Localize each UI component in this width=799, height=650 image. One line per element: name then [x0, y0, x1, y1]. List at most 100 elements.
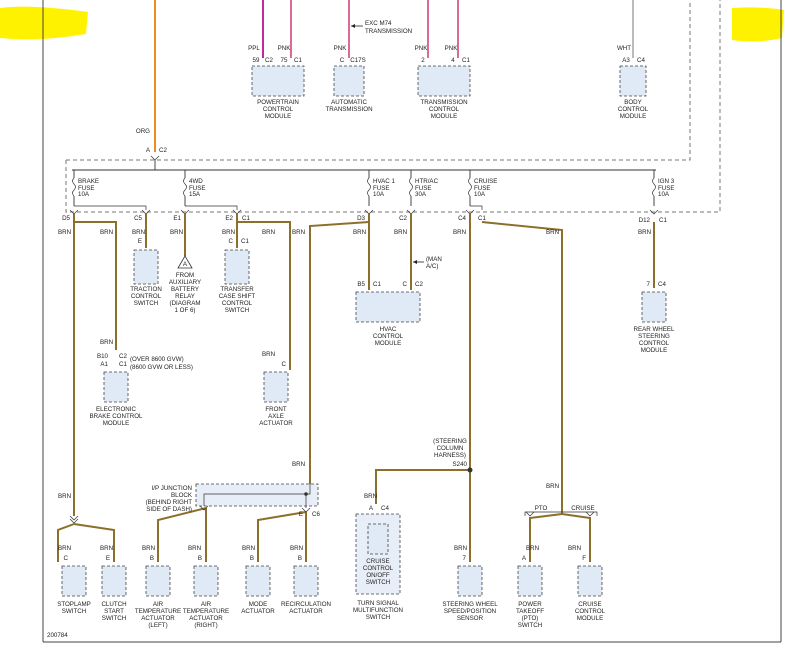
svg-text:10A: 10A: [373, 191, 385, 198]
hvac-pin1: B5: [357, 281, 365, 288]
turn-signal-name-2: MULTIFUNCTION: [353, 607, 403, 614]
tcm-name-1: TRANSMISSION: [420, 99, 467, 106]
traction-name-2: CONTROL: [131, 293, 162, 300]
ebcm-pin2: A1: [100, 361, 108, 368]
svg-text:BRN: BRN: [262, 351, 275, 358]
bottom-clutch: E CLUTCH START SWITCH: [101, 555, 126, 622]
svg-text:RECIRCULATION: RECIRCULATION: [281, 601, 331, 608]
tcm-name-3: MODULE: [431, 113, 457, 120]
bcm-name-2: CONTROL: [618, 106, 649, 113]
at-box: [333, 65, 365, 97]
svg-text:AIR: AIR: [201, 601, 212, 608]
svg-text:B: B: [250, 555, 254, 562]
svg-text:BRN: BRN: [132, 229, 145, 236]
svg-text:FUSE: FUSE: [415, 185, 432, 192]
aux-relay-name-2: AUXILIARY: [169, 279, 201, 286]
svg-text:STOPLAMP: STOPLAMP: [57, 601, 91, 608]
ebcm-note2: (8600 GVW OR LESS): [130, 364, 193, 371]
fuse-htr-ac: HTR/AC FUSE 30A: [409, 170, 439, 206]
pcm-pin2: 75: [281, 57, 288, 64]
bcm-wire-label: WHT: [617, 45, 631, 52]
rear-wheel-name-1: REAR WHEEL: [634, 326, 675, 333]
aux-relay-name-5: (DIAGRAM: [170, 300, 201, 307]
svg-text:HTR/AC: HTR/AC: [415, 178, 439, 185]
pto-cruise-bracket: [524, 511, 598, 516]
pin-c1: C1: [242, 215, 250, 222]
tcm-pin2: 4: [451, 57, 455, 64]
svg-text:15A: 15A: [189, 191, 201, 198]
svg-text:MODE: MODE: [249, 601, 268, 608]
svg-text:SWITCH: SWITCH: [518, 622, 542, 629]
front-axle-name-3: ACTUATOR: [259, 420, 293, 427]
bcm-name-1: BODY: [624, 99, 642, 106]
svg-text:FUSE: FUSE: [78, 185, 95, 192]
pto-chevron: [525, 511, 535, 517]
brn-labels: BRN BRN BRN BRN BRN BRN BRN BRN BRN BRN …: [58, 229, 651, 552]
traction-name-1: TRACTION: [130, 286, 162, 293]
svg-text:BRN: BRN: [292, 229, 305, 236]
man-ac-2: A/C): [426, 263, 438, 270]
ebcm-name-2: BRAKE CONTROL: [90, 413, 144, 420]
svg-text:SWITCH: SWITCH: [102, 615, 126, 622]
svg-text:FUSE: FUSE: [474, 185, 491, 192]
man-ac-arrowhead: [413, 260, 417, 264]
svg-text:BRN: BRN: [100, 339, 113, 346]
svg-text:FUSE: FUSE: [373, 185, 390, 192]
a-conn: C2: [159, 147, 167, 154]
svg-text:BRN: BRN: [222, 229, 235, 236]
ip-block-dot: [304, 492, 308, 496]
cruise-onoff-4: SWITCH: [366, 579, 390, 586]
svg-text:E: E: [106, 555, 110, 562]
svg-text:BRN: BRN: [454, 545, 467, 552]
at-conn: C17S: [350, 57, 365, 64]
fuse-ign3: IGN 3 FUSE 10A: [652, 170, 675, 206]
ebcm-conn2: C1: [119, 361, 127, 368]
hvac-name-3: MODULE: [375, 340, 401, 347]
svg-text:BRN: BRN: [546, 483, 559, 490]
transfer-name-4: SWITCH: [225, 307, 249, 314]
svg-text:BRN: BRN: [142, 545, 155, 552]
ebcm-name-1: ELECTRONIC: [96, 406, 136, 413]
pin-d12: D12: [639, 217, 651, 224]
a-pin: A: [146, 147, 151, 154]
svg-text:ACTUATOR: ACTUATOR: [289, 608, 323, 615]
splice-s240-dot: [467, 467, 473, 473]
org-wire-label: ORG: [136, 128, 150, 135]
front-axle-name-1: FRONT: [265, 406, 287, 413]
svg-text:IGN 3: IGN 3: [658, 178, 675, 185]
bottom-cruise-module: F CRUISE CONTROL MODULE: [575, 555, 606, 622]
svg-text:BRN: BRN: [58, 545, 71, 552]
4wd-split: [185, 205, 238, 210]
svg-text:BRN: BRN: [568, 545, 581, 552]
svg-text:FUSE: FUSE: [658, 185, 675, 192]
svg-text:4WD: 4WD: [189, 178, 203, 185]
splice-s240: S240: [453, 461, 468, 468]
pin-c5: C5: [134, 215, 142, 222]
svg-text:B: B: [298, 555, 302, 562]
hvac-conn2: C2: [415, 281, 423, 288]
bottom-stoplamp: C STOPLAMP SWITCH: [57, 555, 91, 615]
fuse-4wd: 4WD FUSE 15A: [183, 170, 206, 206]
svg-text:(RIGHT): (RIGHT): [194, 622, 217, 629]
svg-text:AIR: AIR: [153, 601, 164, 608]
bottom-air-temp-right: B AIR TEMPERATURE ACTUATOR (RIGHT): [183, 555, 229, 629]
svg-text:(LEFT): (LEFT): [148, 622, 167, 629]
man-ac-1: (MAN: [426, 256, 442, 263]
ip-block-box: [195, 483, 319, 507]
svg-text:30A: 30A: [415, 191, 427, 198]
hvac-name-1: HVAC: [380, 326, 397, 333]
figure-id: 200784: [47, 632, 68, 639]
svg-text:BRN: BRN: [526, 545, 539, 552]
svg-text:SWITCH: SWITCH: [62, 608, 86, 615]
ip-pin: E: [299, 511, 303, 518]
yellow-highlight-left: [0, 6, 88, 40]
tcm-conn: C1: [462, 57, 470, 64]
svg-text:BRN: BRN: [100, 545, 113, 552]
svg-text:BRN: BRN: [100, 229, 113, 236]
hvac-pin2: C: [403, 281, 408, 288]
fuse-brake: BRAKE FUSE 10A: [72, 170, 99, 206]
rear-wheel-box: [641, 291, 667, 323]
bottom-chevron-1: [69, 515, 79, 524]
steering-harness-3: HARNESS): [434, 452, 466, 459]
